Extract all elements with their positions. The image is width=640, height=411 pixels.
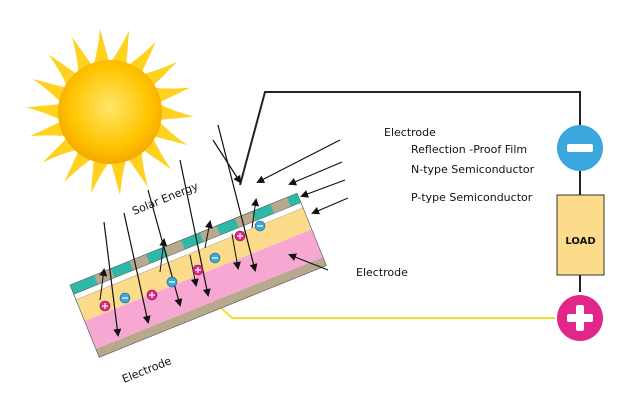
sunlight-arrow: [123, 212, 151, 324]
sunlight-arrow: [288, 161, 343, 186]
sun-ray: [110, 30, 130, 65]
electrode-tile: [129, 254, 150, 271]
hole-plus-icon: [99, 300, 111, 312]
hole-plus-icon: [192, 264, 204, 276]
sunlight-arrow: [311, 197, 349, 215]
minus-icon: [567, 144, 593, 152]
stack-outline: [69, 192, 327, 358]
sunlight-arrows-left: [103, 124, 258, 337]
positive-terminal: [557, 295, 603, 341]
bottom-electrode-layer: [95, 257, 327, 358]
positive-wire: [204, 292, 555, 319]
electrode-tile: [270, 197, 291, 214]
negative-wire: [239, 91, 581, 186]
hole-plus-icon: [146, 289, 158, 301]
sunlight-arrow: [179, 159, 211, 297]
holes: [99, 230, 246, 312]
sunlight-arrows-right: [256, 139, 349, 271]
sun-icon: [26, 28, 194, 196]
electrode-right-label: Electrode: [356, 266, 408, 279]
load-rect: [556, 194, 605, 276]
electrode-tiles: [94, 197, 291, 285]
electron-minus-icon: [166, 276, 178, 288]
solar-energy-label: Solar Energy: [130, 179, 200, 217]
n-type-layer: [75, 208, 312, 322]
electrode-tile: [235, 211, 256, 228]
carrier-arrow: [204, 220, 213, 249]
sun-core: [58, 60, 162, 164]
sunlight-arrow: [300, 179, 346, 198]
electrode-tile: [94, 268, 115, 285]
sun-ray: [90, 159, 110, 194]
electrons: [119, 220, 266, 304]
load-box: LOAD: [556, 194, 605, 276]
plus-icon: [567, 305, 593, 331]
hole-plus-icon: [234, 230, 246, 242]
sun-ray: [93, 28, 110, 65]
sun-ray: [153, 121, 188, 146]
n-type-label: N-type Semiconductor: [411, 163, 535, 176]
sun-ray: [26, 104, 61, 120]
sun-ray: [142, 137, 172, 170]
sunlight-arrow: [212, 139, 242, 184]
sun-ray: [110, 159, 127, 196]
carrier-arrow: [251, 198, 260, 229]
sun-rays: [26, 28, 194, 196]
sun-ray: [153, 87, 191, 103]
carrier-arrows: [99, 198, 260, 301]
sun-ray: [32, 78, 67, 103]
sun-ray: [127, 150, 148, 187]
sunlight-arrow: [217, 124, 258, 272]
carrier-arrow: [231, 233, 241, 270]
sunlight-arrow: [103, 221, 122, 337]
carrier-arrow: [99, 268, 108, 301]
electrode-pointer-arrow: [288, 253, 329, 271]
electrode-tile: [164, 240, 186, 257]
sun-ray: [64, 150, 93, 183]
electrode-top-label: Electrode: [384, 126, 436, 139]
electron-minus-icon: [254, 220, 266, 232]
load-label: LOAD: [565, 236, 595, 247]
sun-ray: [142, 61, 178, 87]
reflection-film-label: Reflection -Proof Film: [411, 143, 527, 156]
sun-ray: [42, 137, 78, 163]
electron-minus-icon: [209, 252, 221, 264]
sun-ray: [72, 37, 93, 74]
sunlight-arrow: [256, 139, 341, 183]
sun-ray: [127, 41, 156, 74]
p-type-label: P-type Semiconductor: [411, 191, 533, 204]
sun-ray: [29, 121, 67, 137]
electrode-tile: [199, 225, 221, 242]
sun-ray: [159, 104, 194, 120]
electrode-bottom-label: Electrode: [120, 354, 173, 386]
electron-minus-icon: [119, 292, 131, 304]
negative-terminal: [557, 125, 603, 171]
carrier-arrow: [159, 238, 168, 273]
sun-ray: [48, 54, 78, 87]
